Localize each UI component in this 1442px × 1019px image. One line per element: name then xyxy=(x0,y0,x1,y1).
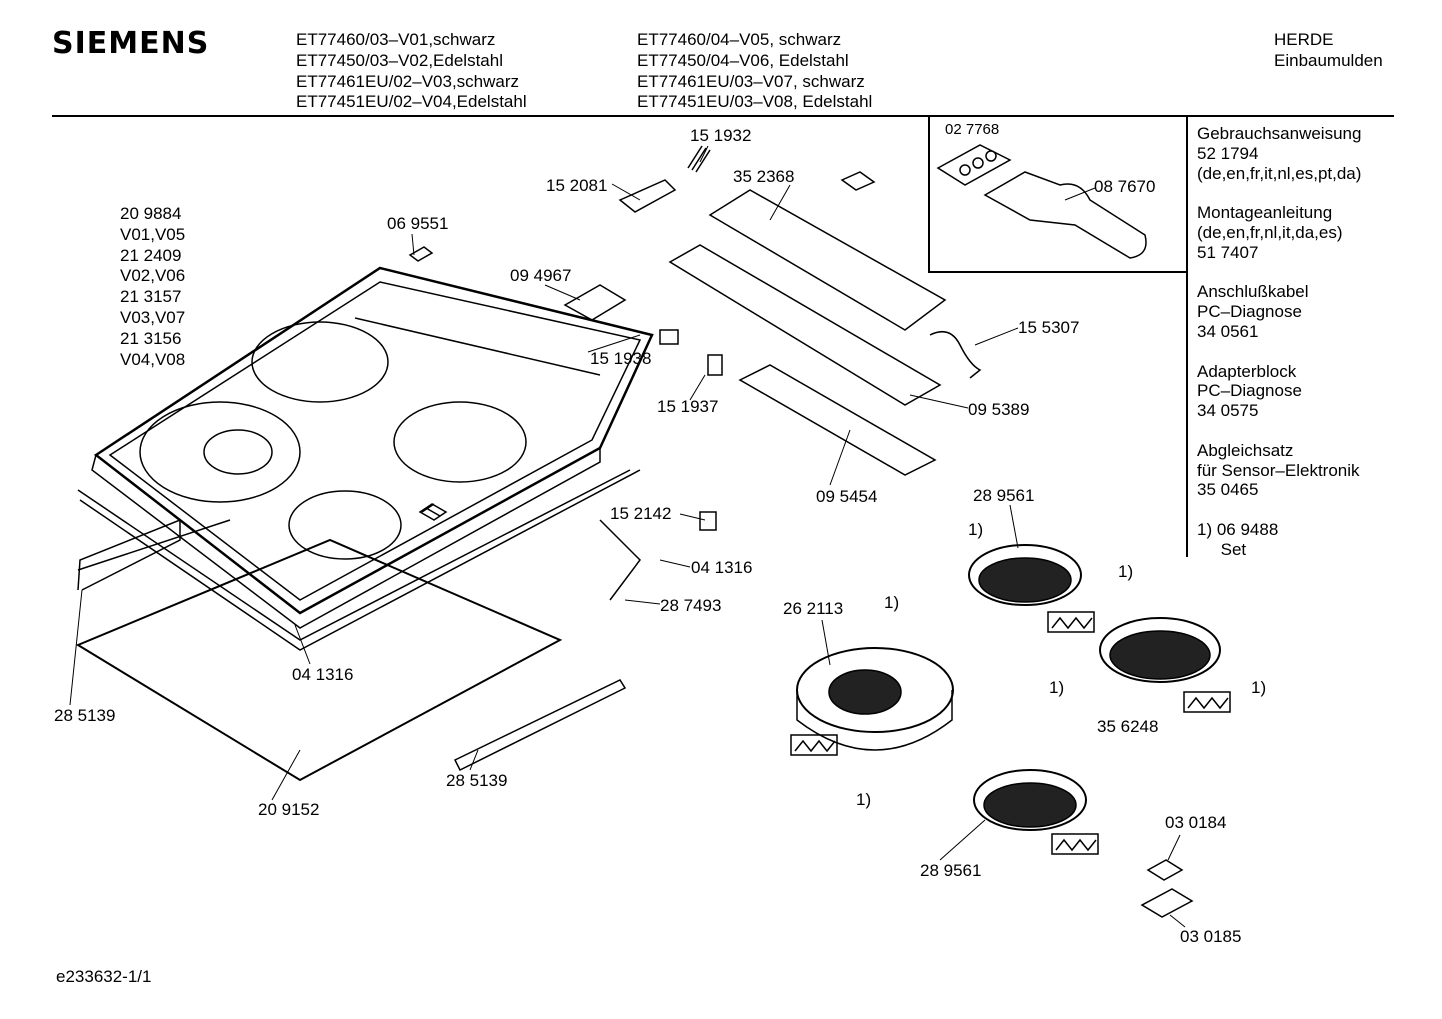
doc-line: Montageanleitung xyxy=(1197,203,1333,223)
footnote-marker: 1) xyxy=(856,790,872,809)
part-label: 09 5389 xyxy=(968,400,1030,419)
part-label: 35 2368 xyxy=(733,167,795,186)
variant-line: V03,V07 xyxy=(120,307,186,327)
category-line: HERDE xyxy=(1274,30,1334,49)
doc-line: 34 0561 xyxy=(1197,321,1259,341)
doc-line: 52 1794 xyxy=(1197,143,1259,163)
model-list-1: ET77460/03–V01,schwarz ET77450/03–V02,Ed… xyxy=(296,30,527,113)
footnote-marker: 1) xyxy=(1118,562,1134,581)
footnote-marker: 1) xyxy=(968,520,984,539)
model: ET77461EU/03–V07, schwarz xyxy=(637,71,865,91)
category: HERDE Einbaumulden xyxy=(1274,30,1383,72)
accessory-inset-box xyxy=(928,117,1188,273)
doc-line: für Sensor–Elektronik xyxy=(1197,460,1360,480)
model: ET77460/04–V05, schwarz xyxy=(637,30,842,49)
doc-line: (de,en,fr,nl,it,da,es) xyxy=(1197,222,1343,242)
part-label: 15 1932 xyxy=(690,126,752,145)
docs-divider xyxy=(1186,117,1188,557)
leader-lines xyxy=(69,145,1186,928)
doc-line: Gebrauchsanweisung xyxy=(1197,124,1362,143)
doc-line: PC–Diagnose xyxy=(1197,302,1302,322)
part-label: 35 6248 xyxy=(1097,717,1159,736)
model: ET77460/03–V01,schwarz xyxy=(296,30,496,49)
model: ET77461EU/02–V03,schwarz xyxy=(296,71,520,91)
part-label: 04 1316 xyxy=(691,558,753,577)
doc-line: Set xyxy=(1197,539,1247,559)
part-label: 28 5139 xyxy=(54,706,116,725)
part-label: 15 2081 xyxy=(546,176,608,195)
drawing-number: e233632-1/1 xyxy=(56,967,152,986)
part-label: 04 1316 xyxy=(292,665,354,684)
model: ET77451EU/02–V04,Edelstahl xyxy=(296,92,527,112)
part-label: 08 7670 xyxy=(1094,177,1156,196)
model: ET77450/04–V06, Edelstahl xyxy=(637,50,849,70)
variant-line: V02,V06 xyxy=(120,266,186,286)
part-label: 02 7768 xyxy=(945,121,1000,138)
cooktop-glass xyxy=(91,266,654,629)
siemens-logo: SIEMENS xyxy=(52,26,210,61)
doc-line: Adapterblock xyxy=(1197,361,1297,381)
part-label: 03 0184 xyxy=(1165,813,1227,832)
variant-line: 20 9884 xyxy=(120,204,182,223)
part-label: 26 2113 xyxy=(783,599,844,618)
control-module xyxy=(408,145,1194,918)
variant-line: 21 3156 xyxy=(120,328,182,348)
doc-line: Anschlußkabel xyxy=(1197,282,1309,302)
part-label: 15 1938 xyxy=(590,349,652,368)
variant-line: V04,V08 xyxy=(120,349,186,369)
model: ET77450/03–V02,Edelstahl xyxy=(296,50,503,70)
doc-line: 34 0575 xyxy=(1197,401,1259,421)
part-label: 09 5454 xyxy=(816,487,878,506)
heating-elements xyxy=(790,544,1231,855)
doc-line: PC–Diagnose xyxy=(1197,381,1302,401)
footnote-marker: 1) xyxy=(1251,678,1267,697)
doc-line: 1) 06 9488 xyxy=(1197,519,1279,539)
part-label: 28 9561 xyxy=(973,486,1035,505)
header-divider xyxy=(52,115,1394,117)
doc-line: 35 0465 xyxy=(1197,480,1259,500)
inset-tools xyxy=(936,144,1147,259)
part-label: 15 5307 xyxy=(1018,318,1080,337)
model-list-2: ET77460/04–V05, schwarz ET77450/04–V06, … xyxy=(637,30,872,113)
category-line: Einbaumulden xyxy=(1274,50,1383,70)
part-label: 20 9152 xyxy=(258,800,320,819)
doc-line: (de,en,fr,it,nl,es,pt,da) xyxy=(1197,163,1362,183)
part-label: 09 4967 xyxy=(510,266,572,285)
doc-line: Abgleichsatz xyxy=(1197,440,1294,460)
frame-and-gasket xyxy=(75,469,641,782)
part-label: 03 0185 xyxy=(1180,927,1242,946)
model: ET77451EU/03–V08, Edelstahl xyxy=(637,92,873,112)
part-label: 28 9561 xyxy=(920,861,982,880)
part-label: 15 1937 xyxy=(657,397,719,416)
variant-line: 21 2409 xyxy=(120,245,182,265)
part-label: 06 9551 xyxy=(387,214,449,233)
variant-line: 21 3157 xyxy=(120,287,182,307)
part-label: 28 5139 xyxy=(446,771,508,790)
footnote-marker: 1) xyxy=(884,593,900,612)
part-label: 28 7493 xyxy=(660,596,722,615)
variant-line: V01,V05 xyxy=(120,224,186,244)
doc-line: 51 7407 xyxy=(1197,242,1259,262)
part-label: 15 2142 xyxy=(610,504,672,523)
footnote-marker: 1) xyxy=(1049,678,1065,697)
